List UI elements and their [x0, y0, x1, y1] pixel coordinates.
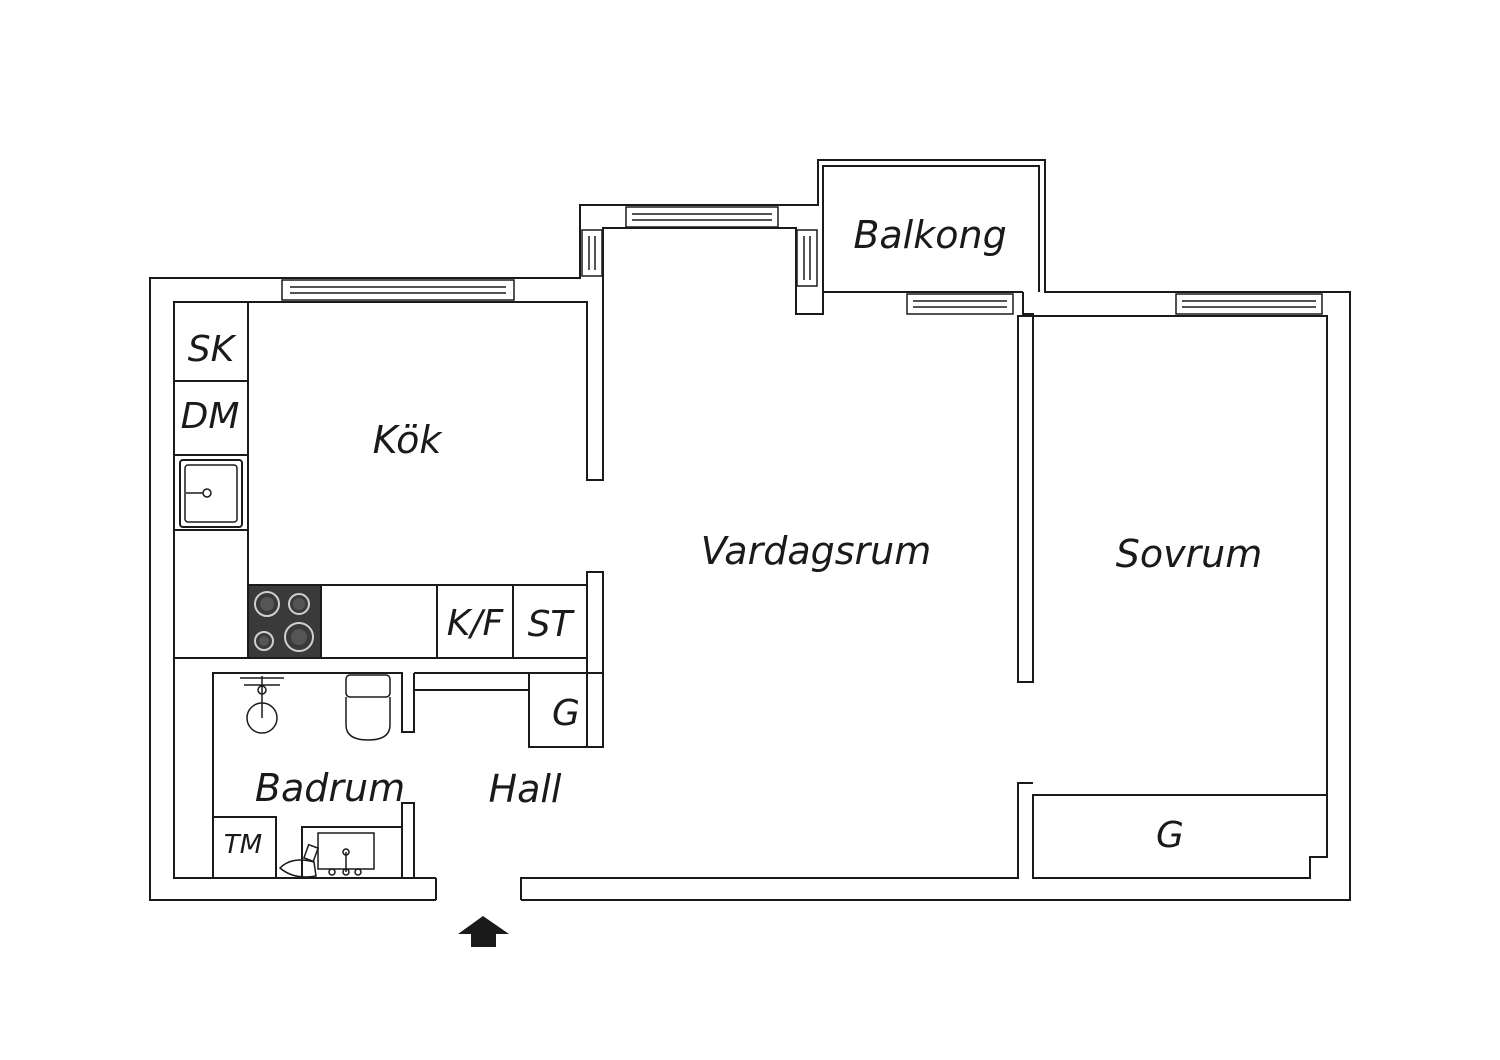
room-label-balcony: Balkong	[853, 213, 1006, 257]
interior-walls	[212, 315, 1034, 879]
fixture-label-g-hall: G	[552, 693, 580, 734]
entrance-arrow-icon	[458, 916, 509, 947]
room-label-kitchen: Kök	[373, 418, 444, 462]
fixture-label-g-bedroom: G	[1156, 815, 1184, 856]
wash-basin-icon	[278, 826, 403, 879]
fixture-label-kf: K/F	[447, 603, 505, 644]
room-label-bedroom: Sovrum	[1116, 532, 1263, 576]
window-balcony-door	[796, 229, 818, 287]
room-label-bathroom: Badrum	[255, 766, 405, 810]
wall-bathroom-door	[401, 802, 415, 879]
room-label-hall: Hall	[489, 767, 562, 811]
stove-icon	[249, 586, 320, 657]
fixture-label-dm: DM	[181, 396, 240, 437]
window-living-left	[581, 229, 603, 277]
window-bedroom	[1175, 293, 1323, 315]
windows	[281, 206, 1323, 315]
wall-kitchen-hall	[586, 571, 604, 748]
bathroom-fixtures	[212, 674, 403, 879]
wall-living-bedroom	[1017, 315, 1034, 683]
window-living-right	[906, 293, 1014, 315]
washing-machine	[212, 816, 277, 879]
shower-icon	[240, 676, 284, 734]
kitchen-cabinets	[173, 301, 588, 659]
fixture-label-st: ST	[528, 604, 576, 645]
room-label-living: Vardagsrum	[701, 529, 932, 573]
kitchen-sink-icon	[179, 459, 243, 528]
hall-wardrobe	[528, 672, 604, 748]
fixture-label-tm: TM	[224, 830, 262, 860]
fixture-label-sk: SK	[188, 329, 237, 370]
toilet-icon	[345, 674, 391, 741]
window-kitchen	[281, 279, 515, 301]
window-living-top	[625, 206, 779, 228]
